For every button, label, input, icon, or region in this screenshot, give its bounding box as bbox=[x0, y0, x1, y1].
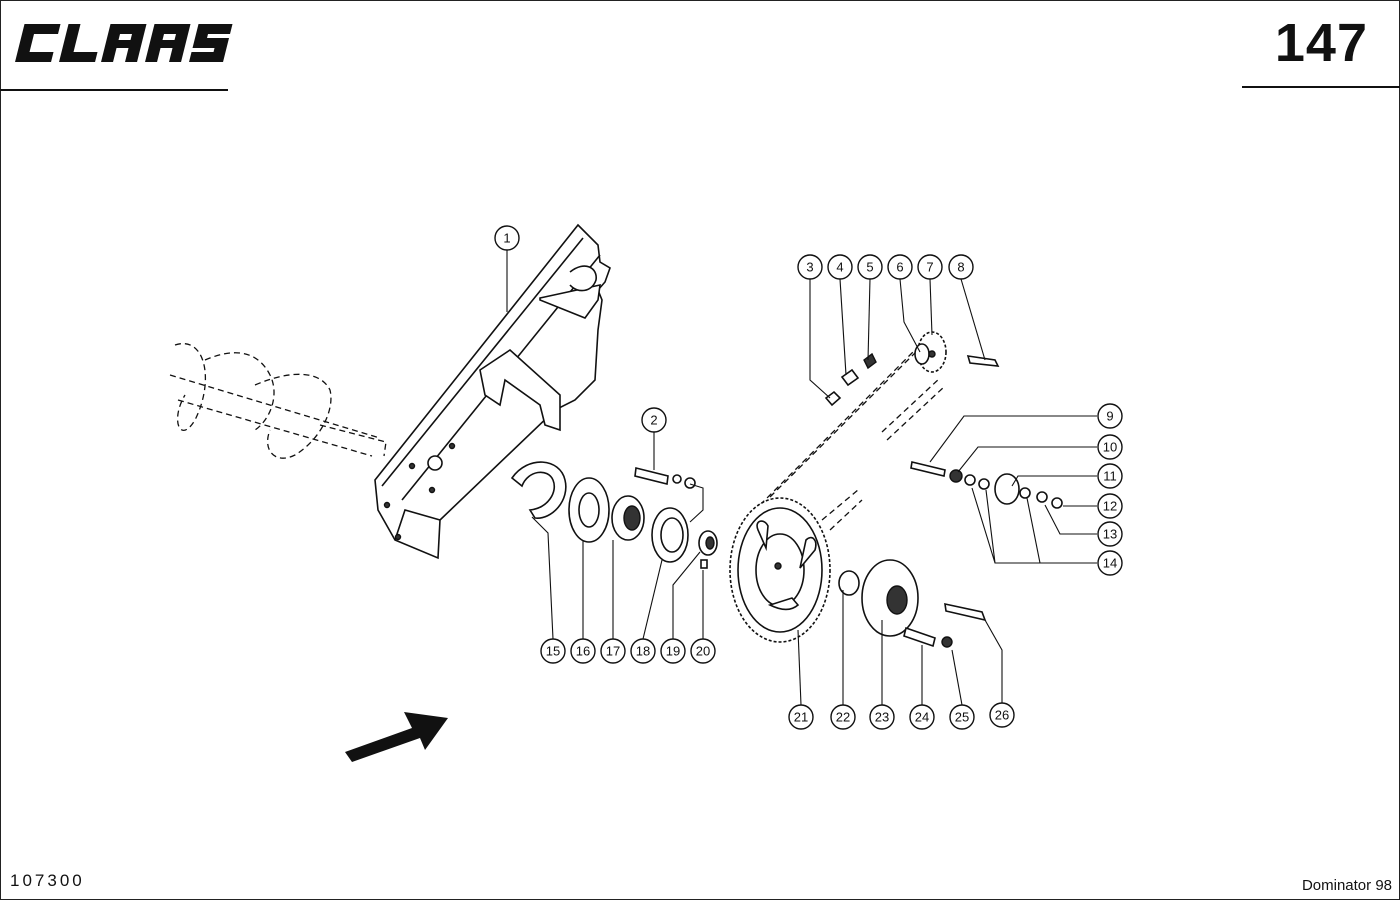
svg-text:14: 14 bbox=[1103, 556, 1117, 571]
callout-20: 20 bbox=[690, 638, 716, 664]
callout-16: 16 bbox=[570, 638, 596, 664]
callout-21: 21 bbox=[788, 704, 814, 730]
svg-text:22: 22 bbox=[836, 710, 850, 725]
callout-14: 14 bbox=[1097, 550, 1123, 576]
svg-text:24: 24 bbox=[915, 710, 929, 725]
page-number: 147 bbox=[1274, 13, 1368, 73]
callout-11: 11 bbox=[1097, 463, 1123, 489]
callout-18: 18 bbox=[630, 638, 656, 664]
svg-text:25: 25 bbox=[955, 710, 969, 725]
callout-13: 13 bbox=[1097, 521, 1123, 547]
callout-23: 23 bbox=[869, 704, 895, 730]
callout-1: 1 bbox=[494, 225, 520, 251]
svg-text:8: 8 bbox=[957, 260, 964, 275]
callout-8: 8 bbox=[948, 254, 974, 280]
svg-text:11: 11 bbox=[1103, 469, 1117, 484]
hub-flange-group bbox=[838, 559, 987, 648]
leader-lines bbox=[506, 250, 1097, 706]
bearing-stack bbox=[510, 461, 718, 569]
callout-9: 9 bbox=[1097, 403, 1123, 429]
callout-22: 22 bbox=[830, 704, 856, 730]
callout-10: 10 bbox=[1097, 434, 1123, 460]
drawing-number: 107300 bbox=[10, 871, 85, 890]
small-sprocket-group bbox=[824, 331, 1000, 407]
svg-text:21: 21 bbox=[794, 710, 808, 725]
callout-2: 2 bbox=[641, 407, 667, 433]
travel-direction-arrow-icon bbox=[345, 712, 448, 762]
large-sprocket-part-21 bbox=[729, 497, 831, 643]
svg-text:10: 10 bbox=[1103, 440, 1117, 455]
svg-text:12: 12 bbox=[1103, 499, 1117, 514]
svg-text:6: 6 bbox=[896, 260, 903, 275]
callout-7: 7 bbox=[917, 254, 943, 280]
callout-24: 24 bbox=[909, 704, 935, 730]
tension-roller-group bbox=[910, 461, 1063, 509]
callout-17: 17 bbox=[600, 638, 626, 664]
svg-text:16: 16 bbox=[576, 644, 590, 659]
page-number-underline bbox=[1242, 86, 1400, 88]
svg-text:1: 1 bbox=[503, 231, 510, 246]
callout-6: 6 bbox=[887, 254, 913, 280]
svg-text:5: 5 bbox=[866, 260, 873, 275]
callout-5: 5 bbox=[857, 254, 883, 280]
model-name: Dominator 98 bbox=[1301, 877, 1392, 894]
svg-text:3: 3 bbox=[806, 260, 813, 275]
svg-text:17: 17 bbox=[606, 644, 620, 659]
svg-text:26: 26 bbox=[995, 708, 1009, 723]
auger-phantom bbox=[169, 342, 387, 459]
callout-15: 15 bbox=[540, 638, 566, 664]
svg-text:15: 15 bbox=[546, 644, 560, 659]
callout-25: 25 bbox=[949, 704, 975, 730]
callout-12: 12 bbox=[1097, 493, 1123, 519]
callout-19: 19 bbox=[660, 638, 686, 664]
svg-text:9: 9 bbox=[1106, 409, 1113, 424]
callout-26: 26 bbox=[989, 702, 1015, 728]
svg-text:7: 7 bbox=[926, 260, 933, 275]
drive-chain bbox=[759, 342, 946, 531]
svg-text:18: 18 bbox=[636, 644, 650, 659]
svg-text:20: 20 bbox=[696, 644, 710, 659]
logo-underline bbox=[0, 89, 228, 91]
svg-text:13: 13 bbox=[1103, 527, 1117, 542]
svg-text:19: 19 bbox=[666, 644, 680, 659]
svg-text:23: 23 bbox=[875, 710, 889, 725]
callout-3: 3 bbox=[797, 254, 823, 280]
svg-text:2: 2 bbox=[650, 413, 657, 428]
side-plate-part-1 bbox=[374, 223, 611, 560]
claas-logo bbox=[15, 24, 233, 62]
svg-text:4: 4 bbox=[836, 260, 843, 275]
callout-4: 4 bbox=[827, 254, 853, 280]
